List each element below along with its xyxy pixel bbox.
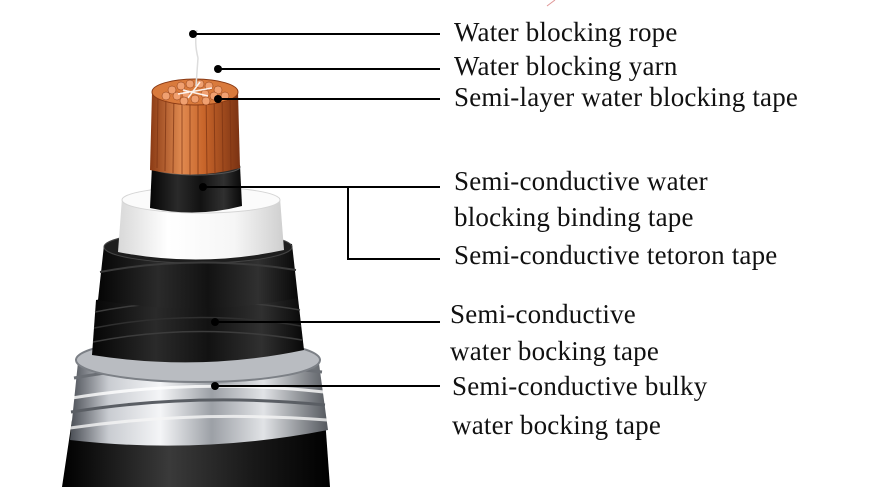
label-water-blocking-yarn: Water blocking yarn <box>454 51 678 81</box>
leader-line-tetoron <box>347 187 440 260</box>
label-bulky-tape-line2: water bocking tape <box>452 410 662 440</box>
leader-dot-wbt <box>211 318 219 326</box>
label-binding-tape-line1: Semi-conductive water <box>454 166 708 196</box>
label-water-bocking-tape-line2: water bocking tape <box>450 336 660 366</box>
leader-lines <box>189 30 440 390</box>
leader-dot-binding <box>199 183 207 191</box>
label-water-bocking-tape-line1: Semi-conductive <box>450 299 636 329</box>
copper-conductor <box>150 29 240 176</box>
leader-dot-rope <box>189 30 197 38</box>
label-binding-tape-line2: blocking binding tape <box>454 202 694 232</box>
label-water-blocking-rope: Water blocking rope <box>454 17 678 47</box>
leader-dot-bulky <box>211 382 219 390</box>
label-semi-layer-water-blocking-tape: Semi-layer water blocking tape <box>454 82 799 112</box>
leader-dot-yarn <box>214 65 222 73</box>
leader-dot-semi-layer <box>214 95 222 103</box>
label-tetoron-tape: Semi-conductive tetoron tape <box>454 240 778 270</box>
label-bulky-tape-line1: Semi-conductive bulky <box>452 371 708 401</box>
